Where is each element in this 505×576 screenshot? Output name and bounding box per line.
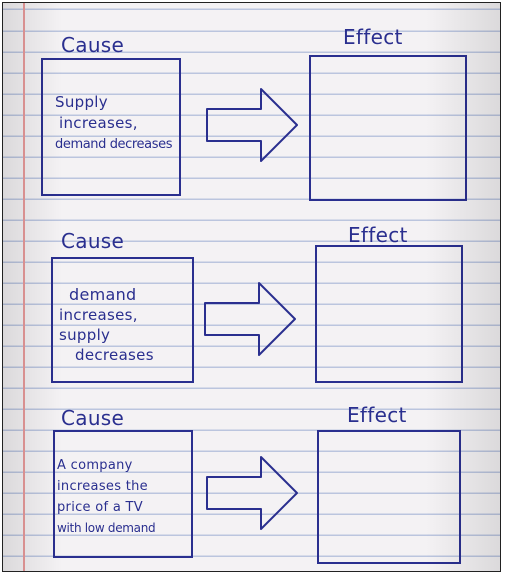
cause-text-2: demand increases, supply decreases — [59, 285, 192, 365]
cause-text-3: A company increases the price of a TV wi… — [57, 455, 192, 539]
cause-line: A company — [57, 458, 133, 473]
arrow-icon — [206, 88, 298, 162]
margin-line — [23, 3, 25, 571]
cause-heading-1: Cause — [61, 33, 125, 57]
cause-line: decreases — [75, 346, 154, 364]
effect-heading-1: Effect — [343, 25, 403, 49]
cause-heading-2: Cause — [61, 229, 125, 253]
arrow-icon — [204, 282, 296, 356]
cause-line: increases the — [57, 479, 148, 494]
cause-box-1 — [41, 58, 181, 196]
cause-line: demand — [69, 285, 137, 304]
cause-box-2 — [51, 257, 194, 383]
cause-text-1: Supply increases, demand decreases — [55, 92, 180, 155]
cause-line: increases, — [59, 114, 138, 132]
effect-box-2 — [315, 245, 463, 383]
effect-heading-2: Effect — [348, 223, 408, 247]
effect-box-1 — [309, 55, 467, 201]
cause-line: Supply — [55, 93, 108, 111]
cause-line: price of a TV — [57, 500, 143, 515]
cause-heading-3: Cause — [61, 406, 125, 430]
effect-box-3 — [317, 430, 461, 564]
cause-line: supply — [59, 326, 111, 344]
lined-paper — [3, 3, 500, 571]
arrow-icon — [206, 456, 298, 530]
effect-heading-3: Effect — [347, 403, 407, 427]
cause-box-3 — [53, 430, 193, 558]
cause-line: demand decreases — [55, 137, 173, 152]
cause-line: with low demand — [57, 521, 156, 535]
notebook-photo: Cause Effect Supply increases, demand de… — [2, 2, 501, 572]
cause-line: increases, — [59, 306, 138, 324]
